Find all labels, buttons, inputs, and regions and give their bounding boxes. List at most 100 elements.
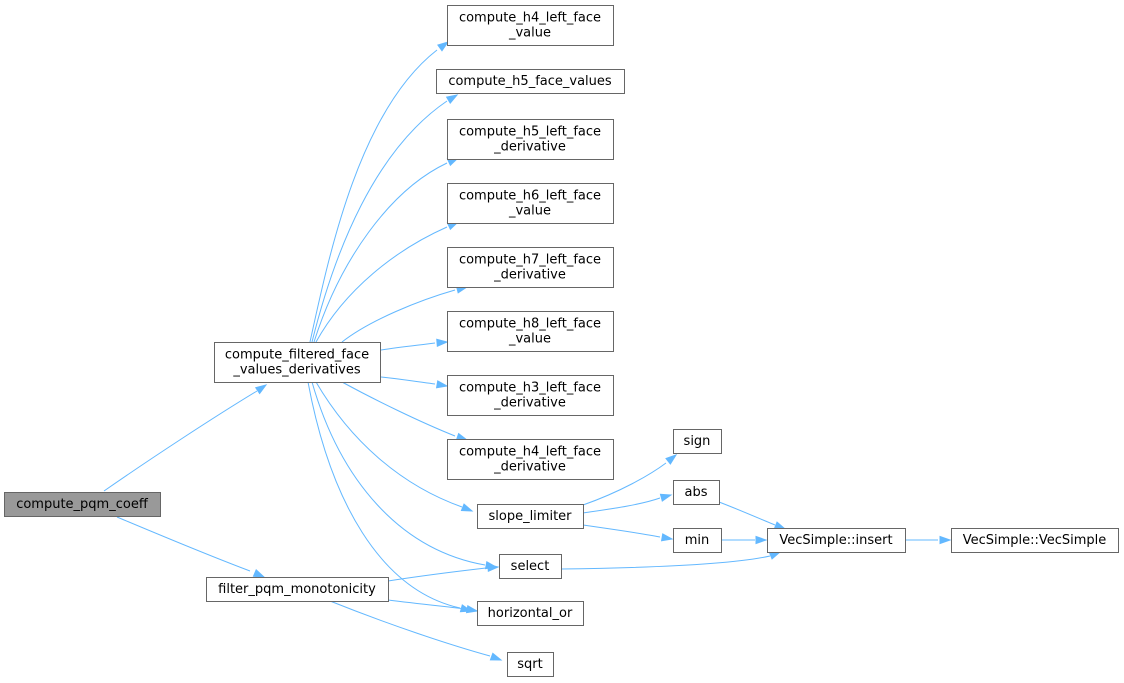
node-label: select	[511, 559, 550, 574]
edge-arrowhead	[460, 503, 474, 512]
edge-arrowhead	[773, 521, 787, 530]
edge-line	[718, 501, 776, 526]
edge-line	[311, 381, 486, 566]
edge-arrowhead	[489, 652, 503, 661]
node-h3-deriv[interactable]: compute_h3_left_face_derivative	[447, 375, 614, 416]
node-box	[951, 528, 1119, 553]
node-h6-value[interactable]: compute_h6_left_face_value	[447, 183, 614, 224]
node-min[interactable]: min	[673, 528, 722, 553]
edge-line	[309, 49, 438, 343]
node-insert[interactable]: VecSimple::insert	[767, 528, 906, 553]
node-h4-value[interactable]: compute_h4_left_face_value	[447, 5, 614, 46]
node-label: _derivative	[493, 268, 566, 283]
edge-arrowhead	[436, 338, 449, 348]
edge-line	[116, 516, 251, 572]
node-box	[447, 119, 614, 160]
node-label: VecSimple::VecSimple	[963, 533, 1107, 548]
node-h4-deriv[interactable]: compute_h4_left_face_derivative	[447, 439, 614, 480]
node-h5-values[interactable]: compute_h5_face_values	[436, 69, 625, 94]
node-box	[214, 342, 381, 383]
edge-line	[582, 462, 667, 506]
edge-filter_pqm-to-sqrt	[329, 600, 503, 661]
node-label: compute_h4_left_face	[459, 445, 601, 460]
edge-line	[387, 567, 487, 582]
edge-insert-to-vecsimple	[905, 535, 952, 545]
node-label: compute_filtered_face	[225, 348, 369, 363]
node-label: VecSimple::insert	[779, 533, 892, 548]
node-box	[447, 375, 614, 416]
edge-line	[380, 376, 436, 385]
node-slope-limiter[interactable]: slope_limiter	[477, 504, 584, 529]
node-h7-deriv[interactable]: compute_h7_left_face_derivative	[447, 247, 614, 288]
node-box	[499, 554, 562, 579]
edge-arrowhead	[755, 535, 768, 545]
node-h8-value[interactable]: compute_h8_left_face_value	[447, 311, 614, 352]
edge-arrowhead	[254, 384, 268, 395]
edge-line	[560, 555, 771, 570]
node-box	[4, 492, 161, 517]
node-abs[interactable]: abs	[673, 480, 720, 505]
edge-compute_filtered-to-h3_deriv	[380, 376, 449, 389]
node-label: filter_pqm_monotonicity	[218, 582, 376, 597]
node-box	[673, 480, 720, 505]
edge-line	[307, 381, 461, 609]
node-filter-pqm[interactable]: filter_pqm_monotonicity	[206, 577, 389, 602]
node-box	[447, 247, 614, 288]
edge-compute_filtered-to-h5_deriv	[313, 157, 460, 343]
edge-arrowhead	[465, 604, 479, 614]
edge-compute_filtered-to-h4_value	[309, 41, 450, 343]
node-label: abs	[685, 485, 708, 500]
edge-abs-to-insert	[718, 501, 787, 530]
node-label: _derivative	[493, 460, 566, 475]
node-label: horizontal_or	[488, 606, 573, 621]
node-box	[673, 528, 722, 553]
edge-min-to-insert	[721, 535, 768, 545]
edge-select-to-insert	[560, 551, 782, 570]
node-vecsimple[interactable]: VecSimple::VecSimple	[951, 528, 1119, 553]
node-label: sqrt	[517, 657, 542, 672]
edge-compute_pqm_coeff-to-filter_pqm	[116, 516, 266, 578]
edge-arrowhead	[660, 533, 674, 542]
edge-line	[315, 381, 463, 508]
edge-line	[582, 524, 661, 538]
node-label: _derivative	[493, 140, 566, 155]
node-label: compute_h8_left_face	[459, 317, 601, 332]
edge-filter_pqm-to-horizontal_or	[387, 599, 479, 614]
edge-compute_filtered-to-h4_deriv	[341, 381, 469, 441]
edge-compute_pqm_coeff-to-compute_filtered	[103, 384, 268, 492]
edge-arrowhead	[768, 551, 782, 560]
node-label: _derivative	[493, 396, 566, 411]
edge-arrowhead	[435, 380, 449, 389]
edge-arrowhead	[252, 568, 266, 578]
edge-line	[380, 342, 436, 351]
node-box	[767, 528, 906, 553]
node-h5-deriv[interactable]: compute_h5_left_face_derivative	[447, 119, 614, 160]
node-horizontal-or[interactable]: horizontal_or	[477, 601, 584, 626]
edge-arrowhead	[659, 493, 673, 502]
edge-line	[341, 381, 456, 437]
edge-line	[329, 600, 491, 657]
edge-line	[311, 100, 448, 343]
node-label: compute_h5_left_face	[459, 125, 601, 140]
edge-arrowhead	[487, 563, 500, 573]
edge-line	[313, 162, 448, 343]
node-box	[447, 183, 614, 224]
node-box	[477, 504, 584, 529]
node-label: slope_limiter	[488, 509, 572, 524]
node-label: min	[685, 533, 710, 548]
node-select[interactable]: select	[499, 554, 562, 579]
node-sign[interactable]: sign	[673, 429, 722, 454]
edge-slope_limiter-to-min	[582, 524, 674, 542]
node-compute-filtered[interactable]: compute_filtered_face_values_derivatives	[214, 342, 381, 383]
edge-line	[103, 390, 258, 492]
node-label: compute_h3_left_face	[459, 381, 601, 396]
node-compute-pqm-coeff[interactable]: compute_pqm_coeff	[4, 492, 161, 517]
edge-slope_limiter-to-sign	[582, 454, 678, 506]
node-box	[447, 439, 614, 480]
edge-line	[315, 226, 448, 343]
node-label: _values_derivatives	[232, 363, 361, 378]
node-label: compute_h4_left_face	[459, 11, 601, 26]
node-sqrt[interactable]: sqrt	[507, 652, 554, 677]
edge-filter_pqm-to-select	[387, 563, 500, 582]
